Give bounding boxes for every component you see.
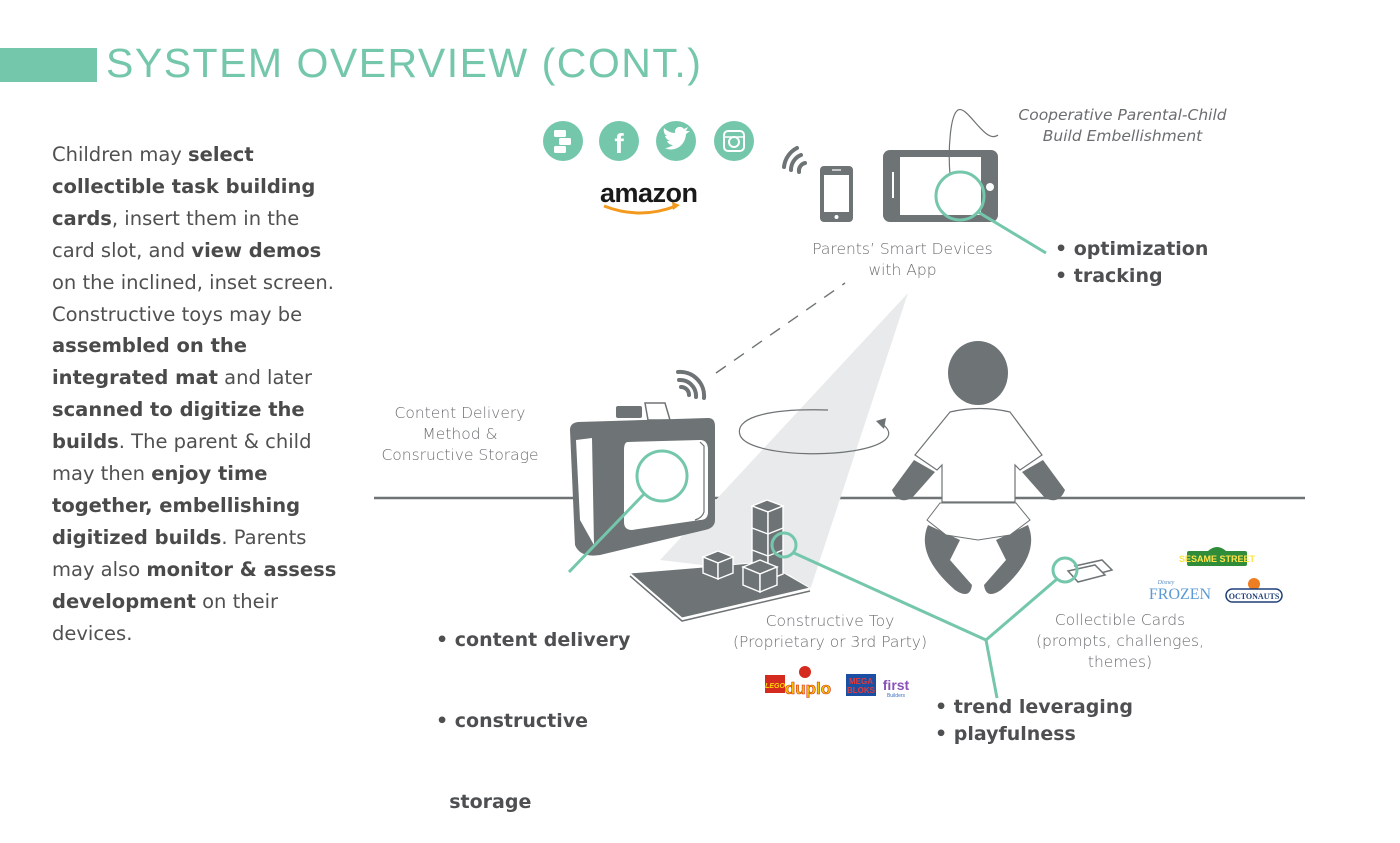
wifi-icon — [782, 146, 807, 174]
label-content-delivery: Content Delivery Method & Consructive St… — [370, 403, 550, 466]
magnifier-cards-icon — [1051, 556, 1079, 584]
amazon-arrow-icon — [672, 202, 680, 210]
amazon-smile-icon — [603, 204, 677, 215]
emphasis-text: select collectible task building cards — [52, 143, 316, 230]
bullets-storage: • content delivery • constructive storag… — [436, 573, 630, 843]
emphasis-text: monitor & assess development — [52, 557, 337, 613]
magnifier-toy-icon — [770, 531, 798, 559]
magnifier-devices-icon — [934, 170, 986, 222]
svg-text:Disney: Disney — [1157, 580, 1175, 586]
magnifier-storage-icon — [635, 449, 689, 503]
callout-line-devices — [977, 210, 1047, 255]
sesame-street-logo: SESAME STREET — [1179, 547, 1256, 566]
body-text: . The parent & child may then — [52, 430, 312, 486]
toy-blocks-icon — [701, 499, 785, 594]
drawing-stroke — [948, 109, 999, 176]
label-line: Parents’ Smart Devices — [812, 240, 993, 258]
label-line: Collectible Cards — [1054, 611, 1186, 629]
svg-text:MEGA: MEGA — [849, 677, 873, 686]
wireless-link-dashed — [715, 282, 846, 374]
bullets-toys-cards: • trend leveraging • playfulness — [935, 694, 1133, 748]
wifi-icon-device — [676, 369, 707, 400]
svg-text:first: first — [883, 677, 910, 693]
bullet-item: • content delivery — [436, 629, 631, 651]
bullet-item: • playfulness — [935, 723, 1076, 745]
label-line: with App — [868, 261, 937, 279]
bullet-item: • trend leveraging — [935, 696, 1133, 718]
emphasis-text: assembled on the integrated mat — [52, 334, 248, 390]
callout-line-storage — [567, 492, 646, 574]
facebook-icon: f — [599, 121, 639, 161]
body-text: and later — [217, 366, 313, 390]
bullet-item: storage — [436, 791, 532, 813]
label-line: Content Delivery — [394, 404, 526, 422]
instagram-icon — [714, 121, 754, 161]
svg-text:FROZEN: FROZEN — [1149, 586, 1212, 603]
scan-projection-cone — [660, 293, 908, 590]
svg-text:duplo: duplo — [785, 679, 831, 698]
body-text: . Parents may also — [52, 525, 307, 581]
title-accent-bar — [0, 48, 97, 82]
label-line: Method & — [422, 425, 498, 443]
body-text: on the inclined, inset screen. Construct… — [52, 270, 334, 326]
label-line: Constructive Toy — [765, 612, 895, 630]
svg-text:f: f — [614, 128, 624, 159]
twitter-icon — [656, 121, 696, 161]
label-line: Build Embellishment — [1042, 127, 1203, 145]
label-line: Cooperative Parental-Child — [1018, 106, 1227, 124]
page-title: SYSTEM OVERVIEW (CONT.) — [106, 40, 703, 86]
bullet-item: • constructive — [436, 710, 589, 732]
first-builders-logo: first Builders — [883, 677, 910, 699]
label-constructive-toy: Constructive Toy (Proprietary or 3rd Par… — [710, 611, 950, 653]
mega-bloks-logo: MEGA BLOKS — [846, 674, 876, 696]
label-collectible-cards: Collectible Cards (prompts, challenges, … — [1020, 610, 1220, 673]
rotation-arrow-icon — [738, 409, 890, 455]
emphasis-text: view demos — [191, 238, 322, 262]
building-blocks-icon — [543, 121, 583, 161]
duplo-logo: duplo — [785, 666, 831, 698]
system-diagram: f — [374, 109, 1305, 699]
svg-text:OCTONAUTS: OCTONAUTS — [1229, 592, 1280, 601]
smartphone-icon — [820, 166, 853, 222]
label-line: (Proprietary or 3rd Party) — [732, 633, 928, 651]
emphasis-text: enjoy time together, embellishing digiti… — [52, 462, 301, 549]
bullets-devices: • optimization • tracking — [1055, 236, 1208, 290]
emphasis-text: scanned to digitize the builds — [52, 398, 305, 454]
label-line: themes) — [1087, 653, 1153, 671]
description-paragraph: Children may select collectible task bui… — [52, 139, 342, 650]
svg-text:LEGO: LEGO — [765, 683, 785, 690]
octonauts-logo: OCTONAUTS — [1225, 578, 1283, 603]
tablet-icon — [883, 150, 998, 222]
label-parents-devices: Parents’ Smart Devices with App — [795, 239, 1010, 281]
lego-logo: LEGO — [765, 675, 785, 693]
bullet-item: • optimization — [1055, 238, 1209, 260]
body-text: on their devices. — [52, 589, 279, 645]
label-cooperative-embellishment: Cooperative Parental-Child Build Embelli… — [1005, 105, 1240, 147]
body-text: Children may — [52, 143, 189, 166]
svg-text:Builders: Builders — [887, 693, 906, 699]
child-figure-icon — [892, 341, 1065, 594]
frozen-logo: Disney FROZEN — [1149, 580, 1212, 603]
label-line: Consructive Storage — [381, 446, 539, 464]
content-delivery-device-icon — [570, 402, 715, 556]
label-line: (prompts, challenges, — [1035, 632, 1204, 650]
amazon-logo: amazon — [600, 178, 698, 208]
bullet-item: • tracking — [1055, 265, 1163, 287]
callout-lines-toy-cards — [793, 551, 1058, 699]
svg-text:SESAME STREET: SESAME STREET — [1179, 554, 1256, 564]
svg-text:BLOKS: BLOKS — [847, 686, 876, 695]
body-text: , insert them in the card slot, and — [52, 206, 300, 262]
